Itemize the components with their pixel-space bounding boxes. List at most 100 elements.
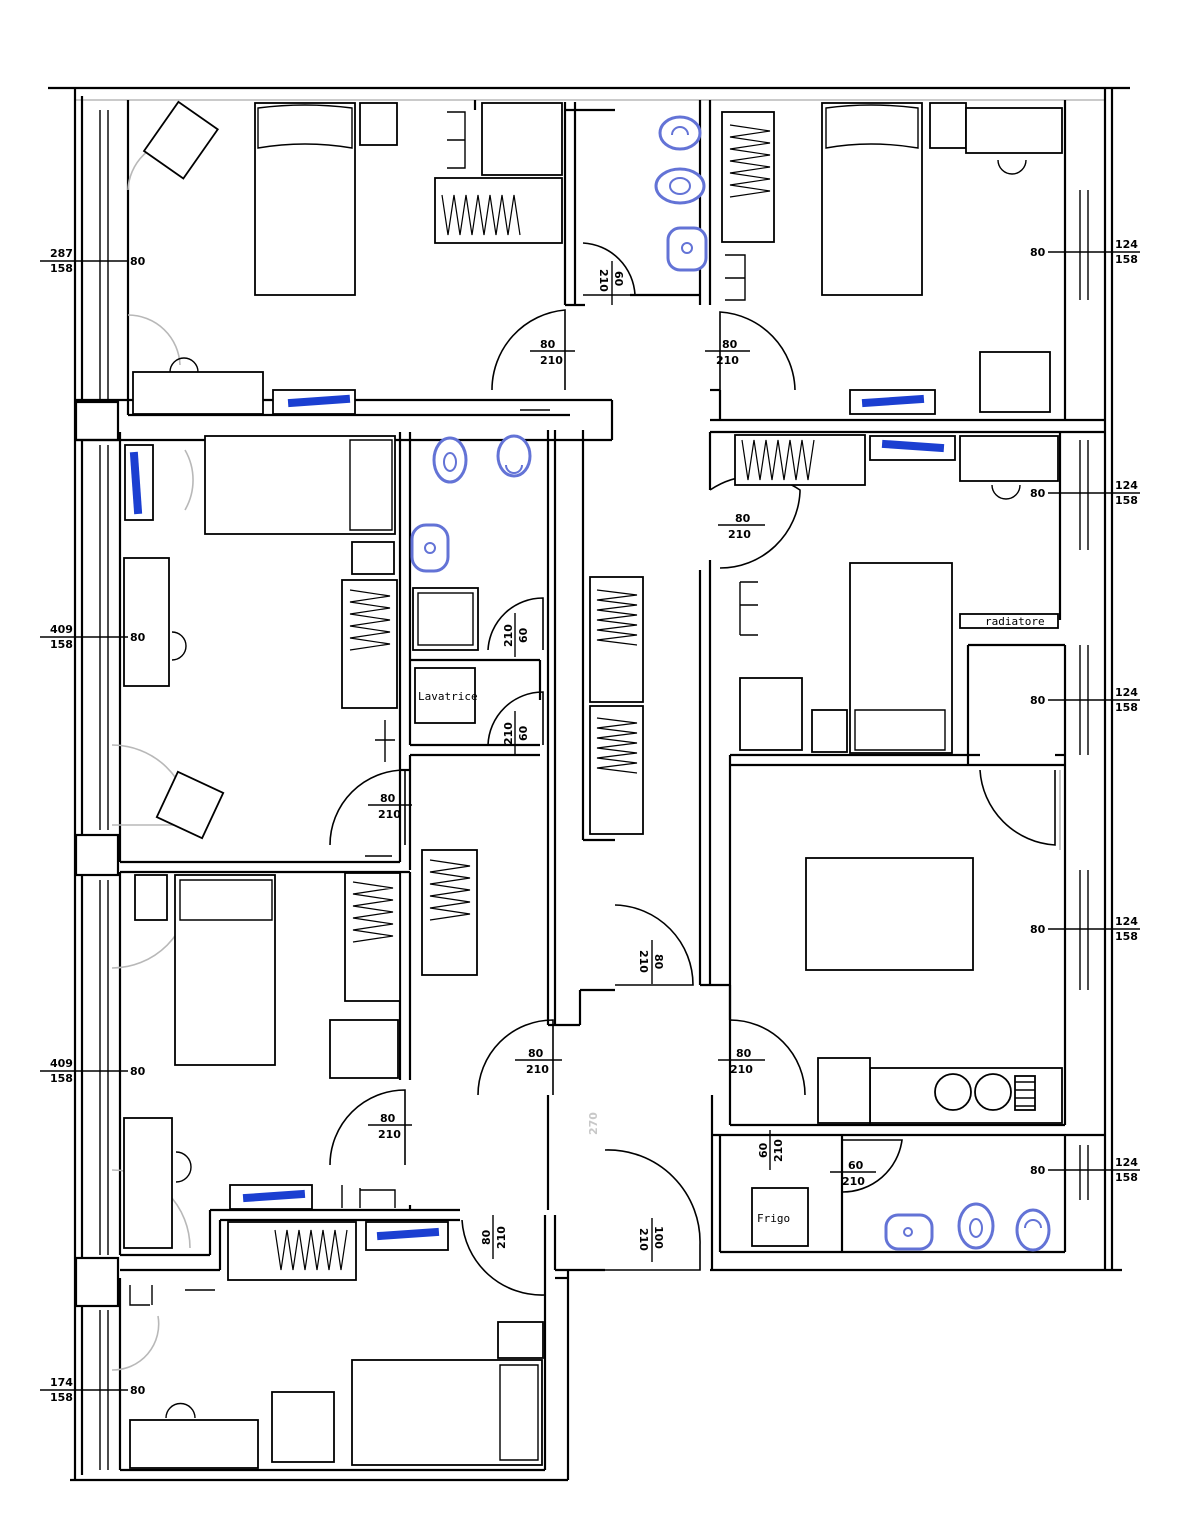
svg-text:124: 124 (1115, 915, 1138, 928)
svg-text:158: 158 (50, 1072, 73, 1085)
fridge (751, 1187, 809, 1247)
bed (821, 102, 923, 296)
svg-text:60: 60 (612, 271, 625, 287)
bed (204, 435, 396, 535)
svg-text:80: 80 (1030, 487, 1046, 500)
svg-text:80: 80 (652, 954, 665, 970)
wardrobe (721, 111, 775, 243)
window-dim-7: 80 124 158 (1030, 686, 1140, 714)
svg-text:210: 210 (730, 1063, 753, 1076)
svg-text:210: 210 (637, 950, 650, 973)
svg-text:210: 210 (502, 624, 515, 647)
svg-text:80: 80 (1030, 246, 1046, 259)
svg-text:210: 210 (597, 269, 610, 292)
svg-text:174: 174 (50, 1376, 73, 1389)
nightstand (929, 102, 967, 149)
right-facade (1079, 190, 1089, 1200)
bed (351, 1359, 543, 1466)
washing-machine (414, 667, 476, 724)
svg-text:210: 210 (378, 1128, 401, 1141)
door-dim-r4: 80 210 (637, 940, 665, 984)
nightstand (351, 541, 395, 575)
bed (174, 874, 276, 1066)
desk (129, 1419, 259, 1469)
svg-text:158: 158 (1115, 1171, 1138, 1184)
svg-text:210: 210 (716, 354, 739, 367)
svg-text:100: 100 (652, 1226, 665, 1249)
table (805, 857, 974, 971)
door-dim-7: 80 210 (368, 1112, 412, 1141)
radiator-unit (959, 613, 1059, 629)
svg-text:210: 210 (728, 528, 751, 541)
furniture: Lavatrice (123, 100, 1063, 1469)
door-dim-3: 80 210 (718, 512, 765, 541)
wardrobe (421, 849, 478, 976)
bidet (957, 1202, 995, 1250)
armchair (739, 677, 803, 751)
svg-text:80: 80 (540, 338, 556, 351)
svg-text:60: 60 (517, 627, 530, 643)
svg-text:158: 158 (1115, 253, 1138, 266)
armchair (979, 351, 1051, 413)
door-dim-8: 60 210 (830, 1159, 876, 1188)
svg-text:158: 158 (1115, 494, 1138, 507)
door-dim-6: 80 210 (718, 1047, 765, 1076)
radiator (376, 1227, 440, 1241)
svg-text:158: 158 (50, 262, 73, 275)
desk (959, 435, 1059, 482)
svg-text:80: 80 (130, 631, 146, 644)
svg-text:80: 80 (736, 1047, 752, 1060)
window-dim-2: 409 158 80 (40, 623, 146, 651)
radiator (129, 451, 143, 515)
svg-text:210: 210 (495, 1226, 508, 1249)
armchair (271, 1391, 335, 1463)
svg-text:80: 80 (722, 338, 738, 351)
window-dim-4: 174 158 80 (40, 1376, 146, 1404)
radiator (242, 1189, 306, 1203)
bed (849, 562, 953, 754)
wardrobe (227, 1221, 357, 1281)
window-dim-1: 287 158 80 (40, 247, 146, 275)
door-dim-r1: 60 210 (597, 261, 625, 305)
svg-text:158: 158 (1115, 701, 1138, 714)
svg-text:210: 210 (637, 1228, 650, 1251)
nightstand (359, 102, 398, 146)
door-dim-5: 80 210 (515, 1047, 562, 1076)
svg-text:80: 80 (480, 1229, 493, 1245)
desk (132, 371, 264, 415)
armchair (142, 100, 220, 180)
svg-text:80: 80 (130, 255, 146, 268)
svg-text:210: 210 (502, 722, 515, 745)
svg-text:80: 80 (380, 792, 396, 805)
nightstand (811, 709, 848, 753)
armchair (329, 1019, 399, 1079)
svg-text:80: 80 (1030, 1164, 1046, 1177)
bidet (654, 167, 706, 205)
svg-text:80: 80 (528, 1047, 544, 1060)
bed (254, 102, 356, 296)
svg-text:60: 60 (848, 1159, 864, 1172)
washing-machine-label: Lavatrice (418, 690, 478, 703)
shower (412, 587, 479, 651)
wardrobe (344, 872, 401, 1002)
svg-text:158: 158 (1115, 930, 1138, 943)
radiator (861, 394, 925, 408)
svg-text:80: 80 (130, 1065, 146, 1078)
pillow (257, 104, 353, 149)
oven (817, 1057, 871, 1124)
svg-text:124: 124 (1115, 686, 1138, 699)
svg-text:210: 210 (526, 1063, 549, 1076)
door-dim-r2: 60 210 (502, 613, 530, 657)
svg-text:210: 210 (772, 1139, 785, 1162)
svg-text:80: 80 (130, 1384, 146, 1397)
door-dim-r7: 100 210 (637, 1218, 665, 1262)
window-dim-3: 409 158 80 (40, 1057, 146, 1085)
svg-text:80: 80 (380, 1112, 396, 1125)
svg-text:124: 124 (1115, 238, 1138, 251)
svg-text:60: 60 (517, 725, 530, 741)
door-dim-r5: 80 210 (480, 1215, 508, 1259)
window-dim-5: 80 124 158 (1030, 238, 1140, 266)
svg-text:210: 210 (378, 808, 401, 821)
outer-boundary (48, 86, 1130, 1482)
desk (965, 107, 1063, 154)
